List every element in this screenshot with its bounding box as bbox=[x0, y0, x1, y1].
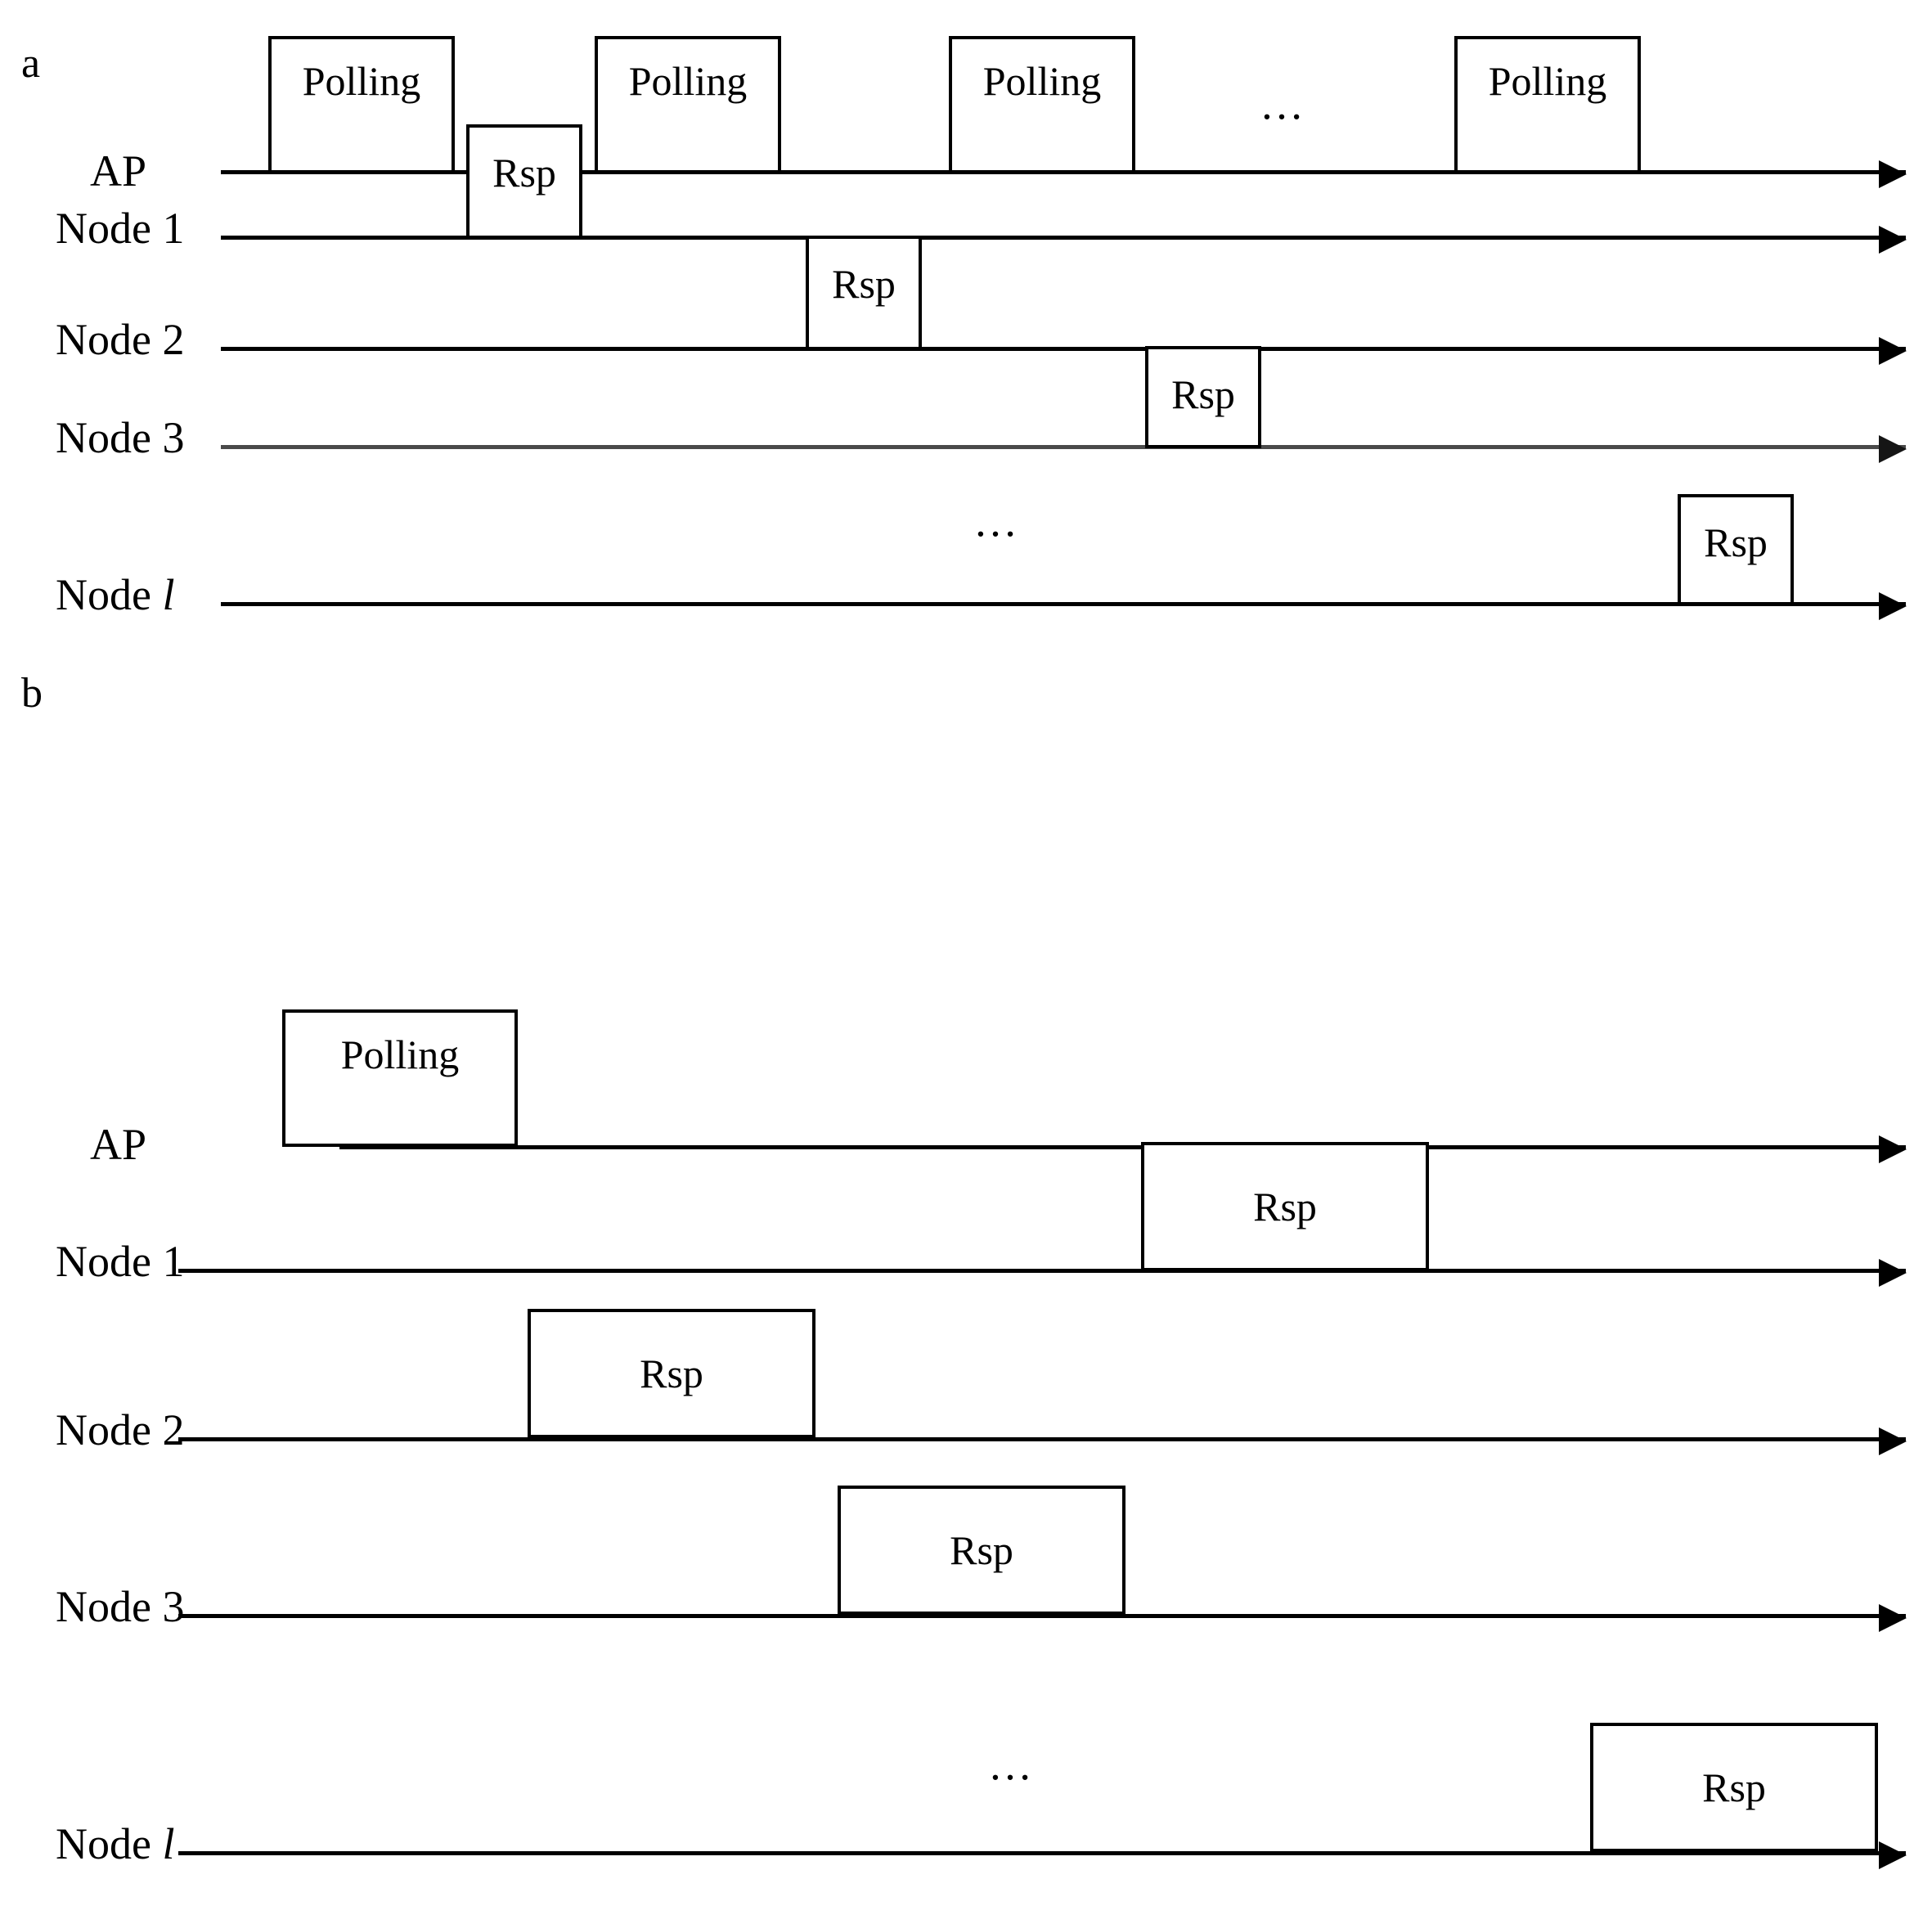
message-box-rsp: Rsp bbox=[528, 1309, 815, 1438]
lane-label-ap: AP bbox=[90, 149, 146, 193]
message-box-polling: Polling bbox=[595, 36, 781, 173]
ellipsis-icon: … bbox=[988, 1740, 1036, 1789]
message-box-polling: Polling bbox=[282, 1009, 518, 1147]
message-box-label: Rsp bbox=[1253, 1184, 1317, 1229]
message-box-label: Polling bbox=[1488, 58, 1607, 104]
message-box-rsp: Rsp bbox=[466, 124, 582, 239]
message-box-label: Polling bbox=[982, 58, 1102, 104]
arrow-head-icon bbox=[1879, 226, 1907, 254]
arrow-head-icon bbox=[1879, 592, 1907, 620]
timeline-axis-node-1 bbox=[178, 1259, 1907, 1287]
message-box-rsp: Rsp bbox=[1590, 1723, 1878, 1852]
lane-label-node-l: Node l bbox=[56, 573, 174, 617]
arrow-head-icon bbox=[1879, 160, 1907, 188]
lane-label-index: l bbox=[162, 570, 175, 619]
lane-label-text: Node 3 bbox=[56, 1582, 185, 1631]
timeline-axis-node-2 bbox=[221, 337, 1907, 365]
lane-label-node-3: Node 3 bbox=[56, 416, 184, 460]
lane-label-index: l bbox=[162, 1819, 175, 1868]
timeline-axis-node-l bbox=[178, 1841, 1907, 1869]
message-box-polling: Polling bbox=[268, 36, 455, 173]
message-box-polling: Polling bbox=[949, 36, 1135, 173]
arrow-head-icon bbox=[1879, 337, 1907, 365]
panel-letter-a: a bbox=[21, 40, 41, 87]
message-box-rsp: Rsp bbox=[838, 1486, 1126, 1615]
lane-label-text: Node 2 bbox=[56, 315, 185, 364]
lane-label-text: Node bbox=[56, 1819, 163, 1868]
lane-label-text: Node 1 bbox=[56, 204, 185, 253]
lane-label-text: AP bbox=[90, 1120, 147, 1169]
message-box-label: Polling bbox=[340, 1032, 460, 1077]
timeline-axis-node-2 bbox=[178, 1427, 1907, 1455]
lane-label-text: Node 2 bbox=[56, 1405, 185, 1454]
message-box-rsp: Rsp bbox=[1141, 1142, 1429, 1271]
message-box-rsp: Rsp bbox=[1145, 346, 1261, 448]
timeline-axis-node-3 bbox=[221, 435, 1907, 463]
arrow-head-icon bbox=[1879, 1259, 1907, 1287]
message-box-label: Rsp bbox=[492, 150, 556, 196]
arrow-head-icon bbox=[1879, 1135, 1907, 1163]
arrow-head-icon bbox=[1879, 1427, 1907, 1455]
timeline-axis-node-3 bbox=[178, 1604, 1907, 1632]
message-box-label: Rsp bbox=[1171, 371, 1235, 417]
timeline-axis-node-1 bbox=[221, 226, 1907, 254]
message-box-label: Rsp bbox=[832, 261, 896, 307]
panel-letter-b: b bbox=[21, 670, 43, 717]
timeline-axis-node-l bbox=[221, 592, 1907, 620]
lane-label-node-1: Node 1 bbox=[56, 1239, 184, 1283]
lane-label-node-3: Node 3 bbox=[56, 1585, 184, 1629]
lane-label-ap: AP bbox=[90, 1122, 146, 1167]
lane-label-node-2: Node 2 bbox=[56, 317, 184, 362]
lane-label-node-l: Node l bbox=[56, 1822, 174, 1866]
lane-label-text: Node bbox=[56, 570, 163, 619]
message-box-rsp: Rsp bbox=[806, 236, 922, 350]
arrow-head-icon bbox=[1879, 1841, 1907, 1869]
lane-label-text: Node 1 bbox=[56, 1237, 185, 1286]
arrow-head-icon bbox=[1879, 1604, 1907, 1632]
arrow-head-icon bbox=[1879, 435, 1907, 463]
message-box-polling: Polling bbox=[1454, 36, 1641, 173]
lane-label-text: AP bbox=[90, 146, 147, 196]
lane-label-node-2: Node 2 bbox=[56, 1408, 184, 1452]
message-box-label: Rsp bbox=[1702, 1764, 1766, 1810]
message-box-label: Polling bbox=[302, 58, 421, 104]
ellipsis-icon: … bbox=[1260, 79, 1307, 128]
message-box-label: Rsp bbox=[1704, 519, 1768, 565]
message-box-label: Rsp bbox=[640, 1351, 703, 1396]
message-box-rsp: Rsp bbox=[1678, 494, 1794, 605]
lane-label-node-1: Node 1 bbox=[56, 206, 184, 250]
message-box-label: Polling bbox=[628, 58, 748, 104]
lane-label-text: Node 3 bbox=[56, 413, 185, 462]
ellipsis-icon: … bbox=[973, 497, 1021, 546]
timeline-axis-ap bbox=[339, 1135, 1907, 1163]
message-box-label: Rsp bbox=[950, 1527, 1013, 1573]
